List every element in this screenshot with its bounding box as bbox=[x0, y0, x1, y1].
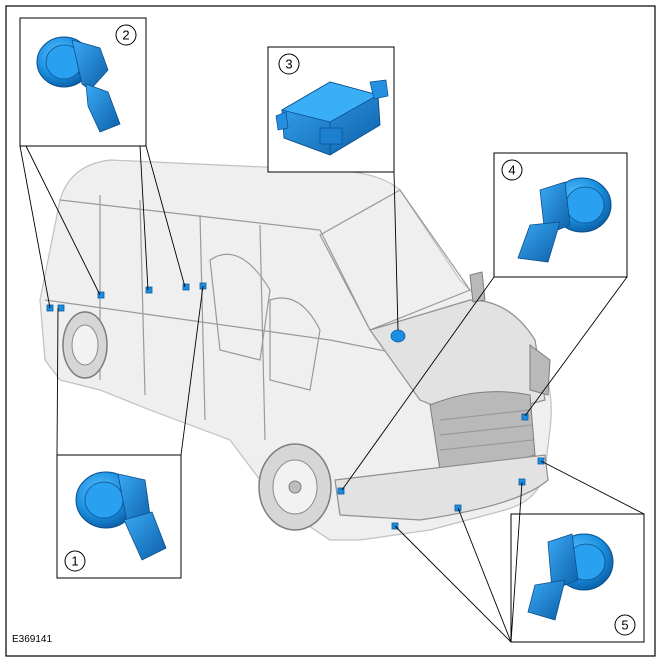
callout-number-4: 4 bbox=[508, 163, 515, 178]
front-side-sensor-part bbox=[517, 177, 612, 263]
van-illustration bbox=[39, 159, 552, 541]
front-center-sensor-part bbox=[527, 533, 614, 621]
rear-side-sensor-part bbox=[36, 36, 121, 133]
parking-aid-module-part bbox=[275, 79, 389, 156]
callout-number-1: 1 bbox=[71, 554, 78, 569]
callout-number-3: 3 bbox=[285, 57, 292, 72]
outer-frame bbox=[5, 5, 656, 657]
rear-center-sensor-part bbox=[75, 471, 167, 561]
leader-lines bbox=[19, 145, 645, 643]
callout-number-5: 5 bbox=[621, 618, 628, 633]
figure-id-label: E369141 bbox=[12, 634, 53, 645]
callout-number-2: 2 bbox=[122, 28, 129, 43]
